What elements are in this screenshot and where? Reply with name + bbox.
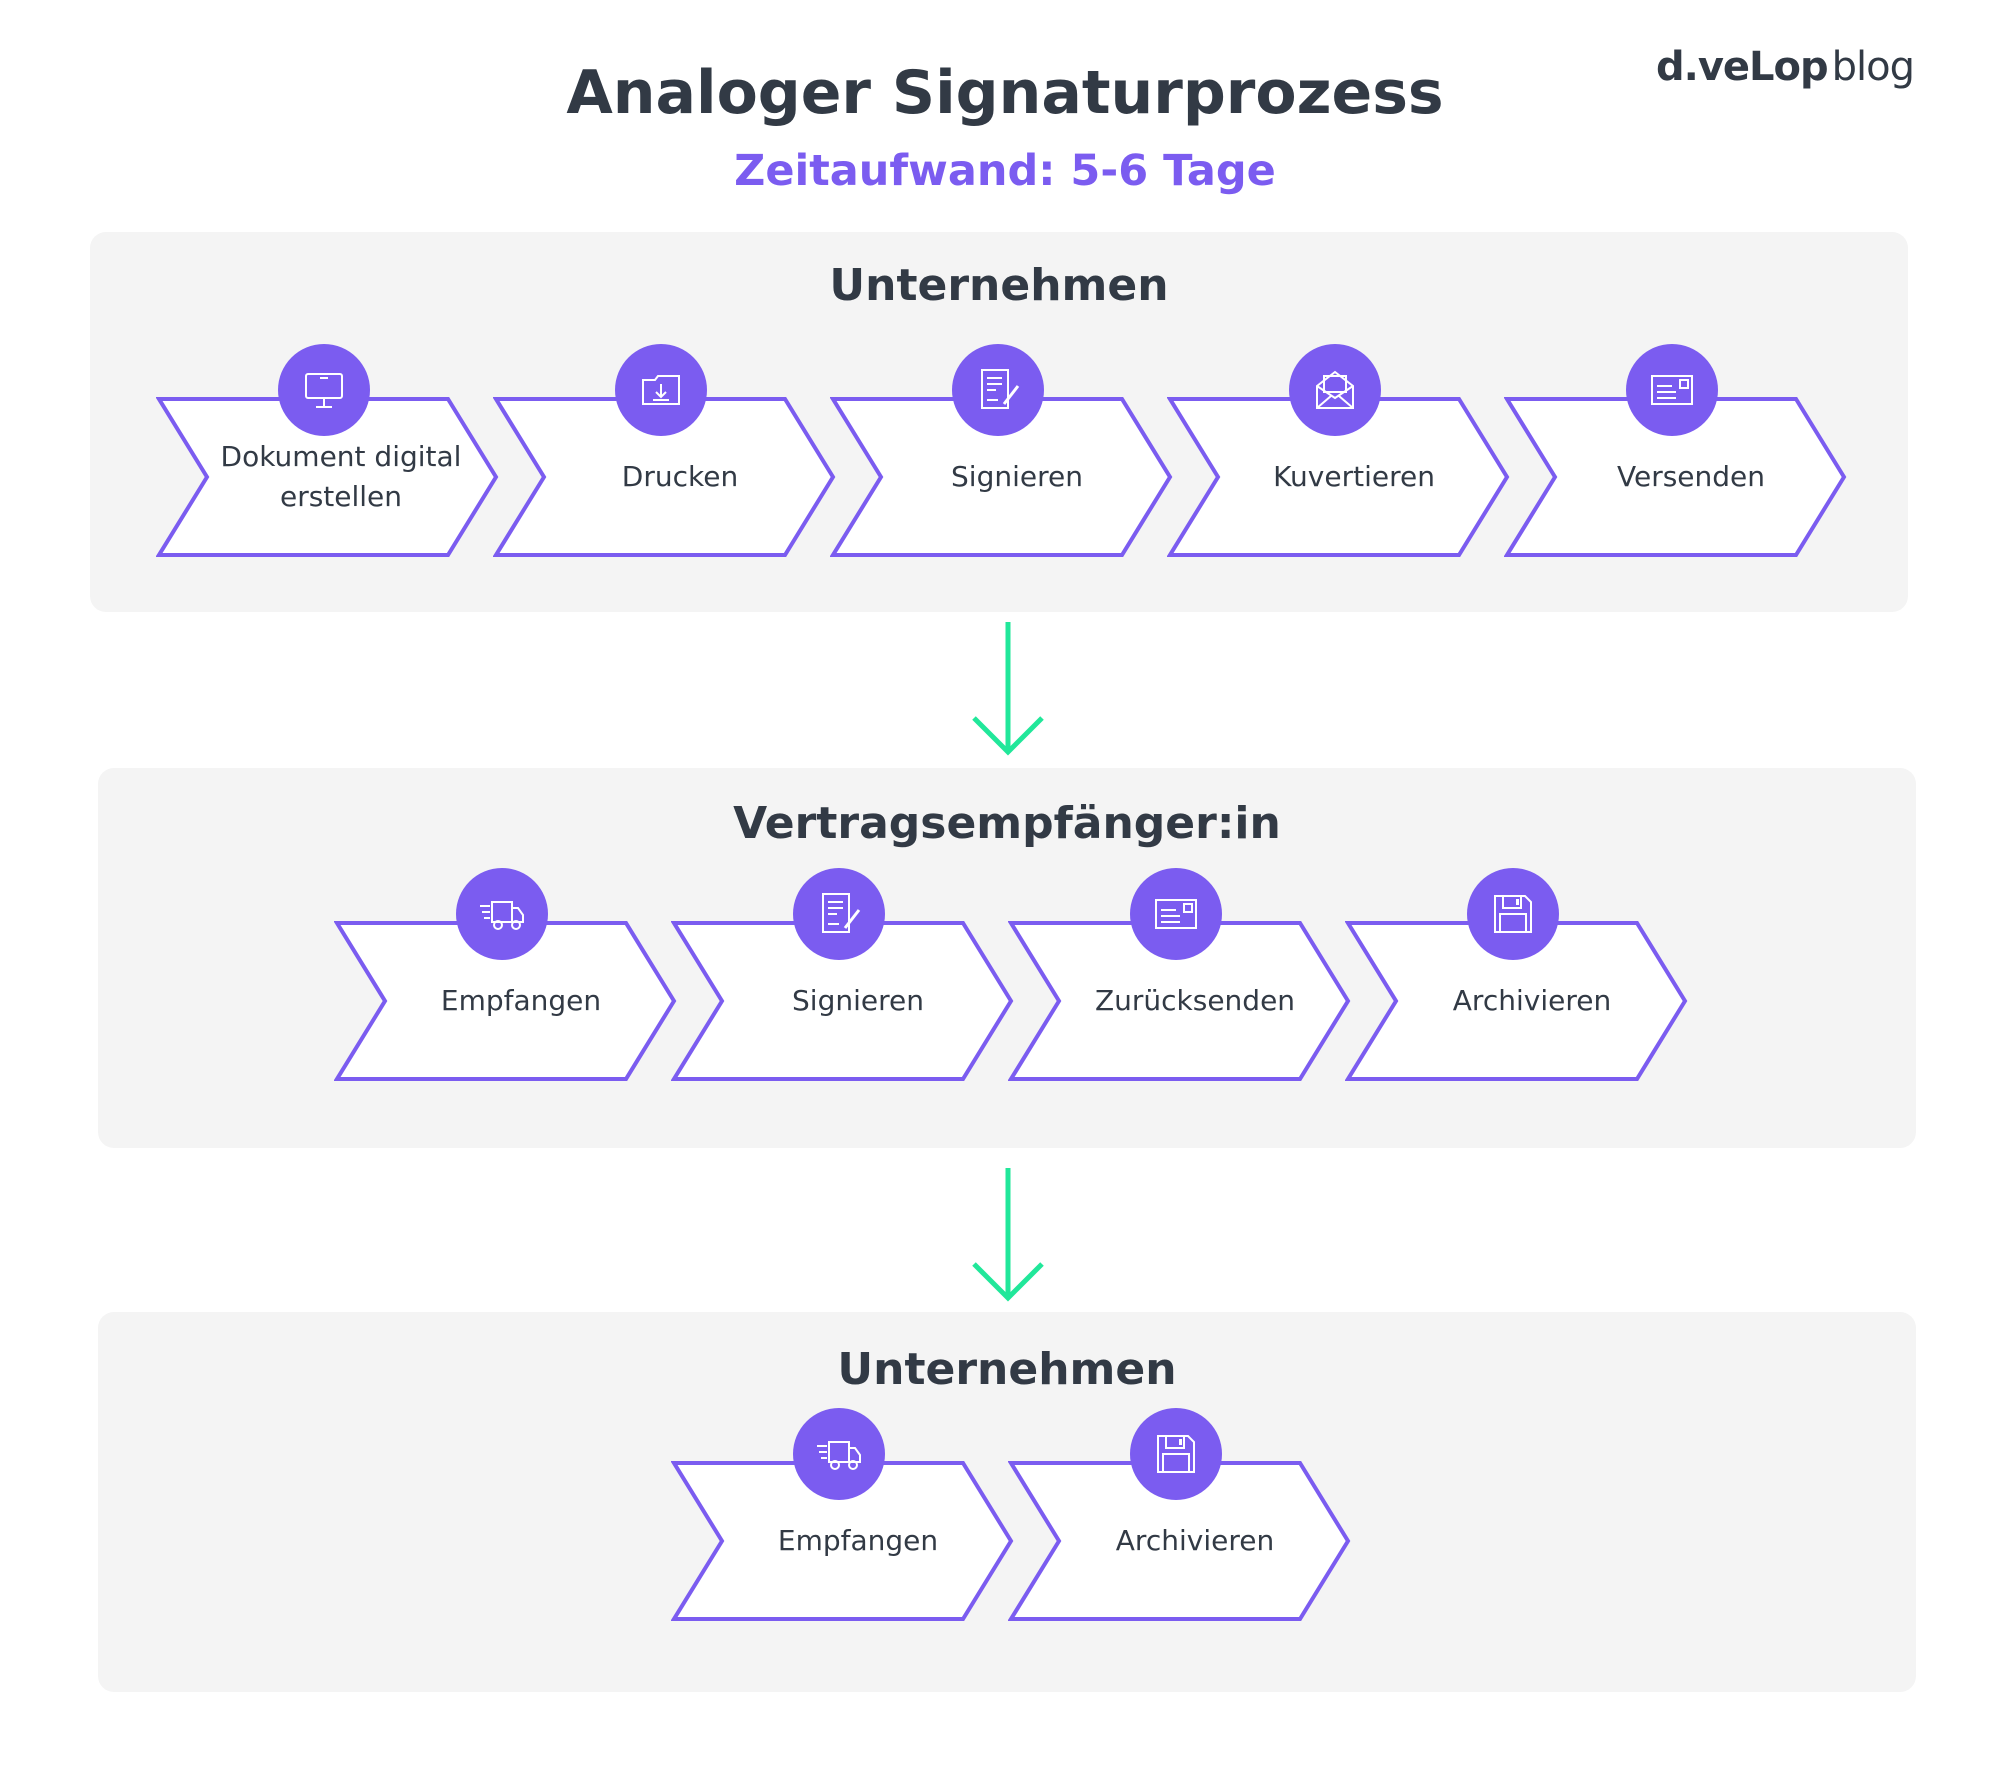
logo-suffix: blog (1831, 44, 1915, 90)
chevron-shape (156, 397, 499, 557)
step-label: Drucken (621, 460, 739, 493)
process-step: Empfangen (671, 1408, 1015, 1622)
step-icon-badge (1289, 344, 1381, 436)
step-icon-badge (1626, 344, 1718, 436)
chevron-shape (1008, 1461, 1351, 1621)
step-label: Versenden (1616, 460, 1766, 493)
step-icon-badge (952, 344, 1044, 436)
process-step: Dokument digital erstellen (156, 344, 500, 558)
step-icon-badge (1130, 1408, 1222, 1500)
document-sign-icon (981, 369, 1020, 409)
step-label: Empfangen (440, 984, 602, 1017)
chevron-shape (671, 921, 1014, 1081)
flow-arrow-1 (972, 622, 1044, 756)
chevron-shape (830, 397, 1173, 557)
process-step: Signieren (830, 344, 1174, 558)
delivery-truck-icon (817, 1441, 861, 1470)
step-label: Archivieren (1115, 1524, 1275, 1557)
panel-title: Unternehmen (837, 1344, 1177, 1395)
step-icon-badge (793, 1408, 885, 1500)
step-icon-badge (1467, 868, 1559, 960)
panel-title: Vertragsempfänger:in (733, 798, 1281, 849)
monitor-icon (305, 373, 343, 408)
chevron-shape (493, 397, 836, 557)
step-icon-badge (278, 344, 370, 436)
step-label: Signieren (792, 984, 924, 1017)
step-label: Zurücksenden (1094, 984, 1296, 1017)
process-step: Empfangen (334, 868, 678, 1082)
process-step: Archivieren (1008, 1408, 1352, 1622)
step-label: Signieren (951, 460, 1083, 493)
delivery-truck-icon (480, 901, 524, 930)
page-title: Analoger Signaturprozess (566, 58, 1444, 128)
step-icon-badge (1130, 868, 1222, 960)
process-step: Signieren (671, 868, 1015, 1082)
step-label: Kuvertieren (1273, 460, 1435, 493)
process-step: Archivieren (1345, 868, 1689, 1082)
process-step: Versenden (1504, 344, 1848, 558)
chevron-shape (671, 1461, 1014, 1621)
chevron-shape (334, 921, 677, 1081)
logo-brand: d.veLop (1655, 44, 1829, 90)
step-label: Empfangen (777, 1524, 939, 1557)
floppy-disk-icon (1157, 1435, 1195, 1473)
print-download-icon (642, 375, 680, 405)
process-step: Kuvertieren (1167, 344, 1511, 558)
panel-title: Unternehmen (829, 260, 1169, 311)
step-icon-badge (793, 868, 885, 960)
flow-arrow-2 (972, 1168, 1044, 1302)
chevron-shape (1345, 921, 1688, 1081)
chevron-shape (1008, 921, 1351, 1081)
envelope-open-icon (1316, 370, 1354, 409)
chevron-shape (1167, 397, 1510, 557)
letter-stamp-icon (1651, 375, 1693, 405)
step-label: Archivieren (1452, 984, 1612, 1017)
letter-stamp-icon (1155, 899, 1197, 929)
process-step: Drucken (493, 344, 837, 558)
document-sign-icon (822, 893, 861, 933)
page-subtitle: Zeitaufwand: 5-6 Tage (734, 146, 1276, 196)
step-icon-badge (615, 344, 707, 436)
process-step: Zurücksenden (1008, 868, 1352, 1082)
step-label: Dokument digital erstellen (220, 440, 462, 513)
step-icon-badge (456, 868, 548, 960)
chevron-shape (1504, 397, 1847, 557)
floppy-disk-icon (1494, 895, 1532, 933)
